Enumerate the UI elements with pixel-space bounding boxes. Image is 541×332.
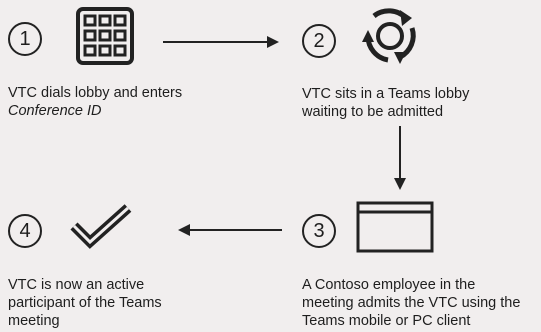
step-4-number: 4 bbox=[8, 214, 42, 248]
step-1-caption: VTC dials lobby and enters Conference ID bbox=[8, 84, 182, 120]
step-2-caption-line1: VTC sits in a Teams lobby bbox=[302, 86, 470, 102]
step-1-caption-line1: VTC dials lobby and enters bbox=[8, 85, 183, 101]
keypad-icon bbox=[76, 7, 134, 65]
step-3-caption-line2: meeting admits the VTC using the bbox=[302, 295, 521, 311]
step-1-number: 1 bbox=[8, 22, 42, 56]
step-4-caption-line2: participant of the Teams bbox=[8, 295, 162, 311]
arrow-down-icon bbox=[394, 126, 406, 190]
step-3-caption-line1: A Contoso employee in the bbox=[302, 277, 476, 293]
step-3-caption-line3: Teams mobile or PC client bbox=[302, 313, 471, 329]
step-2-caption: VTC sits in a Teams lobby waiting to be … bbox=[302, 85, 469, 121]
step-4-caption-line1: VTC is now an active bbox=[8, 277, 145, 293]
step-2-caption-line2: waiting to be admitted bbox=[302, 104, 444, 120]
step-4-caption-line3: meeting bbox=[8, 313, 60, 329]
step-2-number: 2 bbox=[302, 24, 336, 58]
sync-icon bbox=[362, 8, 416, 64]
step-3-caption: A Contoso employee in the meeting admits… bbox=[302, 276, 520, 330]
step-4-caption: VTC is now an active participant of the … bbox=[8, 276, 162, 330]
step-1-caption-line2: Conference ID bbox=[8, 103, 102, 119]
window-icon bbox=[356, 201, 434, 253]
checkmark-icon bbox=[70, 204, 132, 249]
arrow-left-icon bbox=[178, 224, 282, 236]
arrow-right-icon bbox=[163, 36, 279, 48]
step-3-number: 3 bbox=[302, 214, 336, 248]
